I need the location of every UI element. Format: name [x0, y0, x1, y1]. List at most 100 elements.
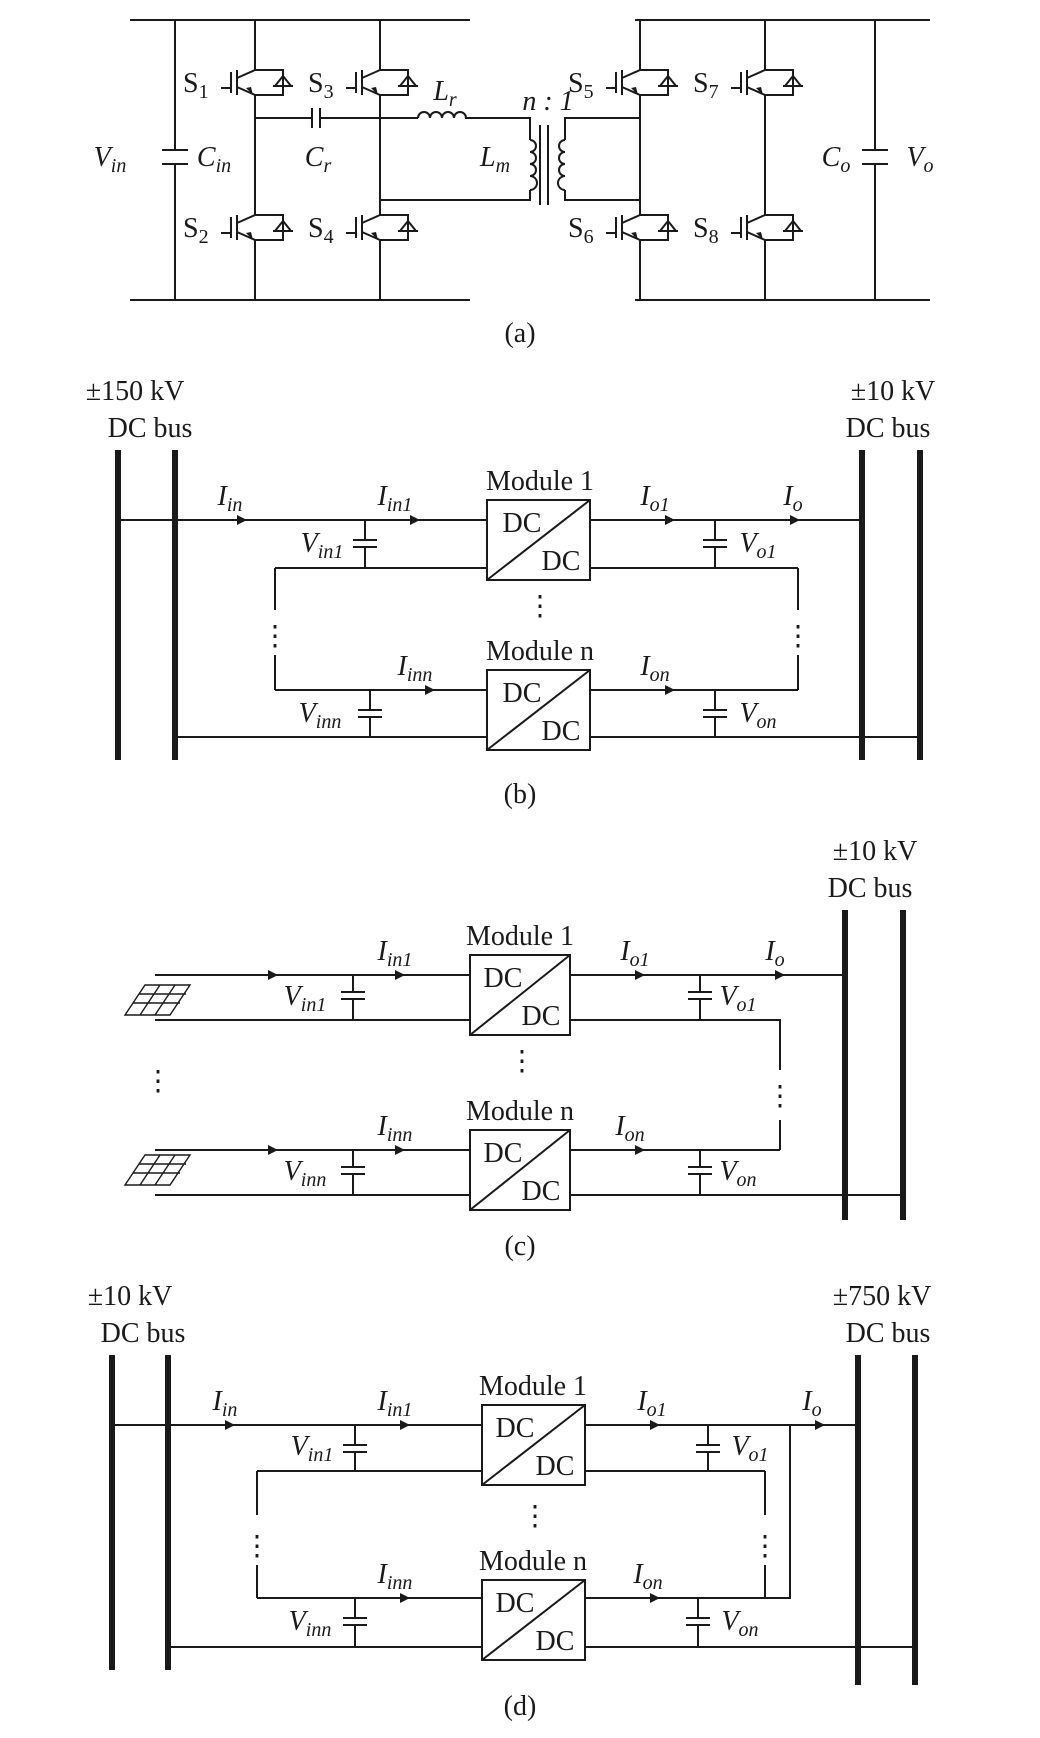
lr-inductor: [417, 111, 531, 140]
module-n-output-label: DC: [522, 1176, 561, 1207]
module-1-input-label: DC: [496, 1413, 535, 1444]
subfigure-b-hvdc-system: ±150 kV DC bus ±10 kV DC bus ⋮ ⋮ ⋮ Modul…: [86, 376, 936, 810]
label-iin: Iin: [212, 1386, 238, 1421]
bus-right-name: DC bus: [846, 1318, 931, 1349]
module-n-title: Module n: [486, 636, 594, 667]
bus-left-name: DC bus: [101, 1318, 186, 1349]
switch-s5: S5: [568, 68, 679, 103]
module1-return: [155, 1019, 781, 1150]
label-vo1: Vo1: [719, 981, 756, 1016]
lr-label: Lr: [432, 76, 457, 111]
module-n-title: Module n: [479, 1546, 587, 1577]
label-io: Io: [782, 481, 802, 516]
switch-label-s5: S5: [568, 68, 594, 103]
co-label: Co: [822, 142, 851, 177]
module-n-output-label: DC: [542, 716, 581, 747]
module-n-input-label: DC: [496, 1588, 535, 1619]
middle-dots: ⋮: [526, 591, 554, 622]
label-iin1: Iin1: [377, 936, 413, 971]
arrow-iin: [225, 1420, 235, 1430]
caption-a: (a): [504, 318, 535, 349]
label-von: Von: [719, 1156, 756, 1191]
label-von: Von: [739, 698, 776, 733]
label-iinn: Iinn: [377, 1111, 413, 1146]
pv-panel-1-icon: [123, 984, 192, 1016]
bus-right-voltage: ±10 kV: [851, 376, 936, 407]
module-1: Module 1 DC DC: [486, 466, 594, 581]
arrow-io: [815, 1420, 825, 1430]
right-dots: ⋮: [766, 1081, 794, 1112]
vo-label: Vo: [906, 142, 933, 177]
label-io: Io: [764, 936, 784, 971]
caption-c: (c): [504, 1231, 535, 1262]
module-1-input-label: DC: [503, 508, 542, 539]
label-io1: Io1: [619, 936, 649, 971]
arrow-io: [790, 515, 800, 525]
module-n-title: Module n: [466, 1096, 574, 1127]
right-dots: ⋮: [784, 621, 812, 652]
label-iin1: Iin1: [377, 1386, 413, 1421]
arrow-iinn: [400, 1593, 410, 1603]
cap-von: [703, 690, 727, 737]
switch-s2: S2: [183, 213, 294, 248]
module-n-input-label: DC: [503, 678, 542, 709]
transformer-core: [539, 125, 549, 205]
arrow-iinn: [395, 1145, 405, 1155]
secondary-winding: [557, 139, 566, 191]
label-vin1: Vin1: [301, 528, 344, 563]
module-1-title: Module 1: [486, 466, 594, 497]
module-n-output-label: DC: [536, 1626, 575, 1657]
module-1-input-label: DC: [484, 963, 523, 994]
arrow-iin1: [400, 1420, 410, 1430]
switch-s3: S3: [308, 68, 419, 103]
label-ion: Ion: [632, 1559, 662, 1594]
middle-dots: ⋮: [508, 1046, 536, 1077]
module-1-output-label: DC: [522, 1001, 561, 1032]
cap-von: [686, 1598, 710, 1647]
cin-label: Cin: [197, 142, 231, 177]
right-dots: ⋮: [751, 1531, 779, 1562]
module-n-input-label: DC: [484, 1138, 523, 1169]
module-n: Module n DC DC: [486, 636, 594, 751]
switch-s6: S6: [568, 213, 679, 248]
right-dc-bus: [842, 910, 906, 1220]
pv-panel-n-icon: [123, 1154, 192, 1186]
bus-right-name: DC bus: [828, 873, 913, 904]
cap-vinn: [358, 690, 382, 737]
bus-left-voltage: ±150 kV: [86, 376, 185, 407]
side-wires: [256, 1471, 766, 1598]
switch-label-s3: S3: [308, 68, 334, 103]
right-dc-bus: [859, 450, 923, 760]
cap-vinn: [343, 1598, 367, 1647]
bottom-node-wire: [380, 190, 531, 201]
label-ion: Ion: [639, 651, 669, 686]
label-vinn: Vinn: [284, 1156, 327, 1191]
switch-s1: S1: [183, 68, 294, 103]
cap-vin1: [353, 520, 377, 568]
cap-vin1: [341, 975, 365, 1020]
bus-left-voltage: ±10 kV: [88, 1281, 173, 1312]
arrow-io1: [650, 1420, 660, 1430]
label-ion: Ion: [614, 1111, 644, 1146]
cr-label: Cr: [305, 142, 332, 177]
label-vo1: Vo1: [739, 528, 776, 563]
module-1: Module 1 DC DC: [466, 921, 574, 1036]
bus-right-voltage: ±10 kV: [833, 836, 918, 867]
arrow-iin1: [410, 515, 420, 525]
module-1: Module 1 DC DC: [479, 1371, 587, 1486]
arrow-iin1: [395, 970, 405, 980]
cap-von: [688, 1150, 712, 1195]
switch-s7: S7: [693, 68, 804, 103]
cin-capacitor: [162, 149, 188, 165]
cap-vo1: [688, 975, 712, 1020]
module-n: Module n DC DC: [479, 1546, 587, 1661]
label-vinn: Vinn: [289, 1606, 332, 1641]
arrow-pv1: [268, 970, 278, 980]
cap-vin1: [343, 1425, 367, 1471]
lm-inductor: [529, 139, 538, 191]
left-dots: ⋮: [243, 1531, 271, 1562]
arrow-ion: [635, 1145, 645, 1155]
label-von: Von: [721, 1606, 758, 1641]
